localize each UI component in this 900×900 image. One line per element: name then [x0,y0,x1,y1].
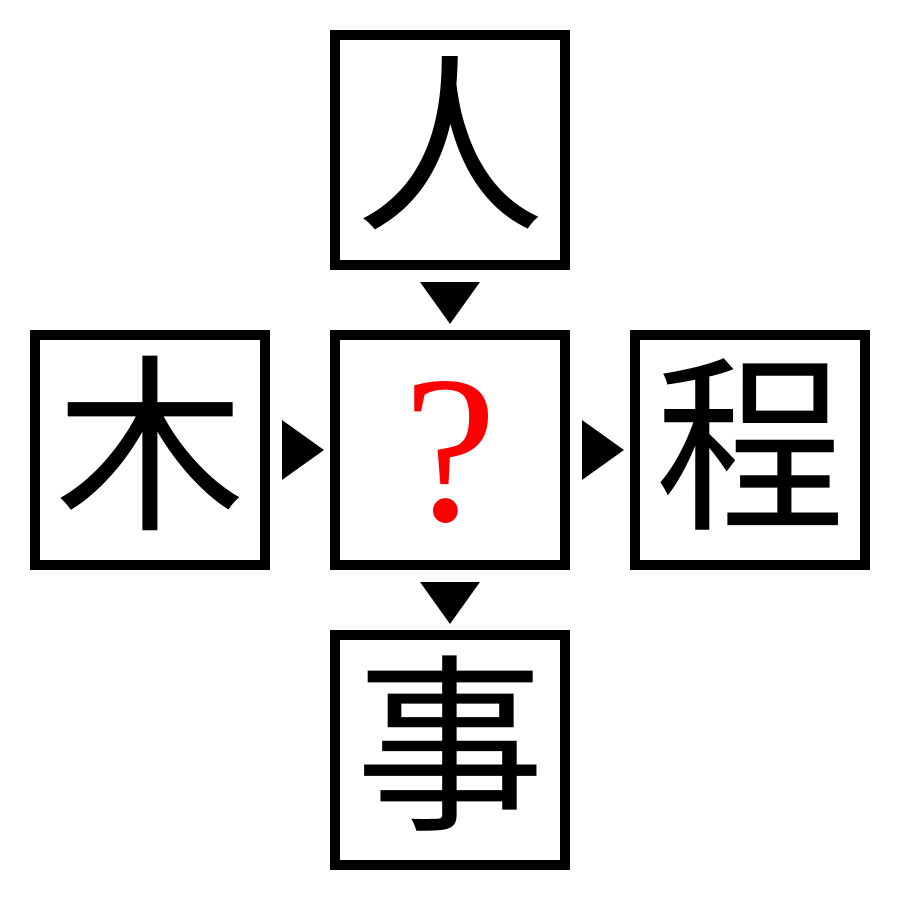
arrow-down-icon [420,582,480,624]
tile-right-char: 程 [654,339,845,560]
arrow-right-icon [282,420,324,480]
answer-tile[interactable]: ? [330,330,570,570]
tile-top-char: 人 [354,39,545,260]
tile-top: 人 [330,30,570,270]
tile-left: 木 [30,330,270,570]
arrow-right-icon [582,420,624,480]
tile-right: 程 [630,330,870,570]
question-mark-placeholder: ? [403,334,497,566]
arrow-down-icon [420,282,480,324]
tile-bottom: 事 [330,630,570,870]
tile-left-char: 木 [54,339,245,560]
tile-bottom-char: 事 [354,639,545,860]
